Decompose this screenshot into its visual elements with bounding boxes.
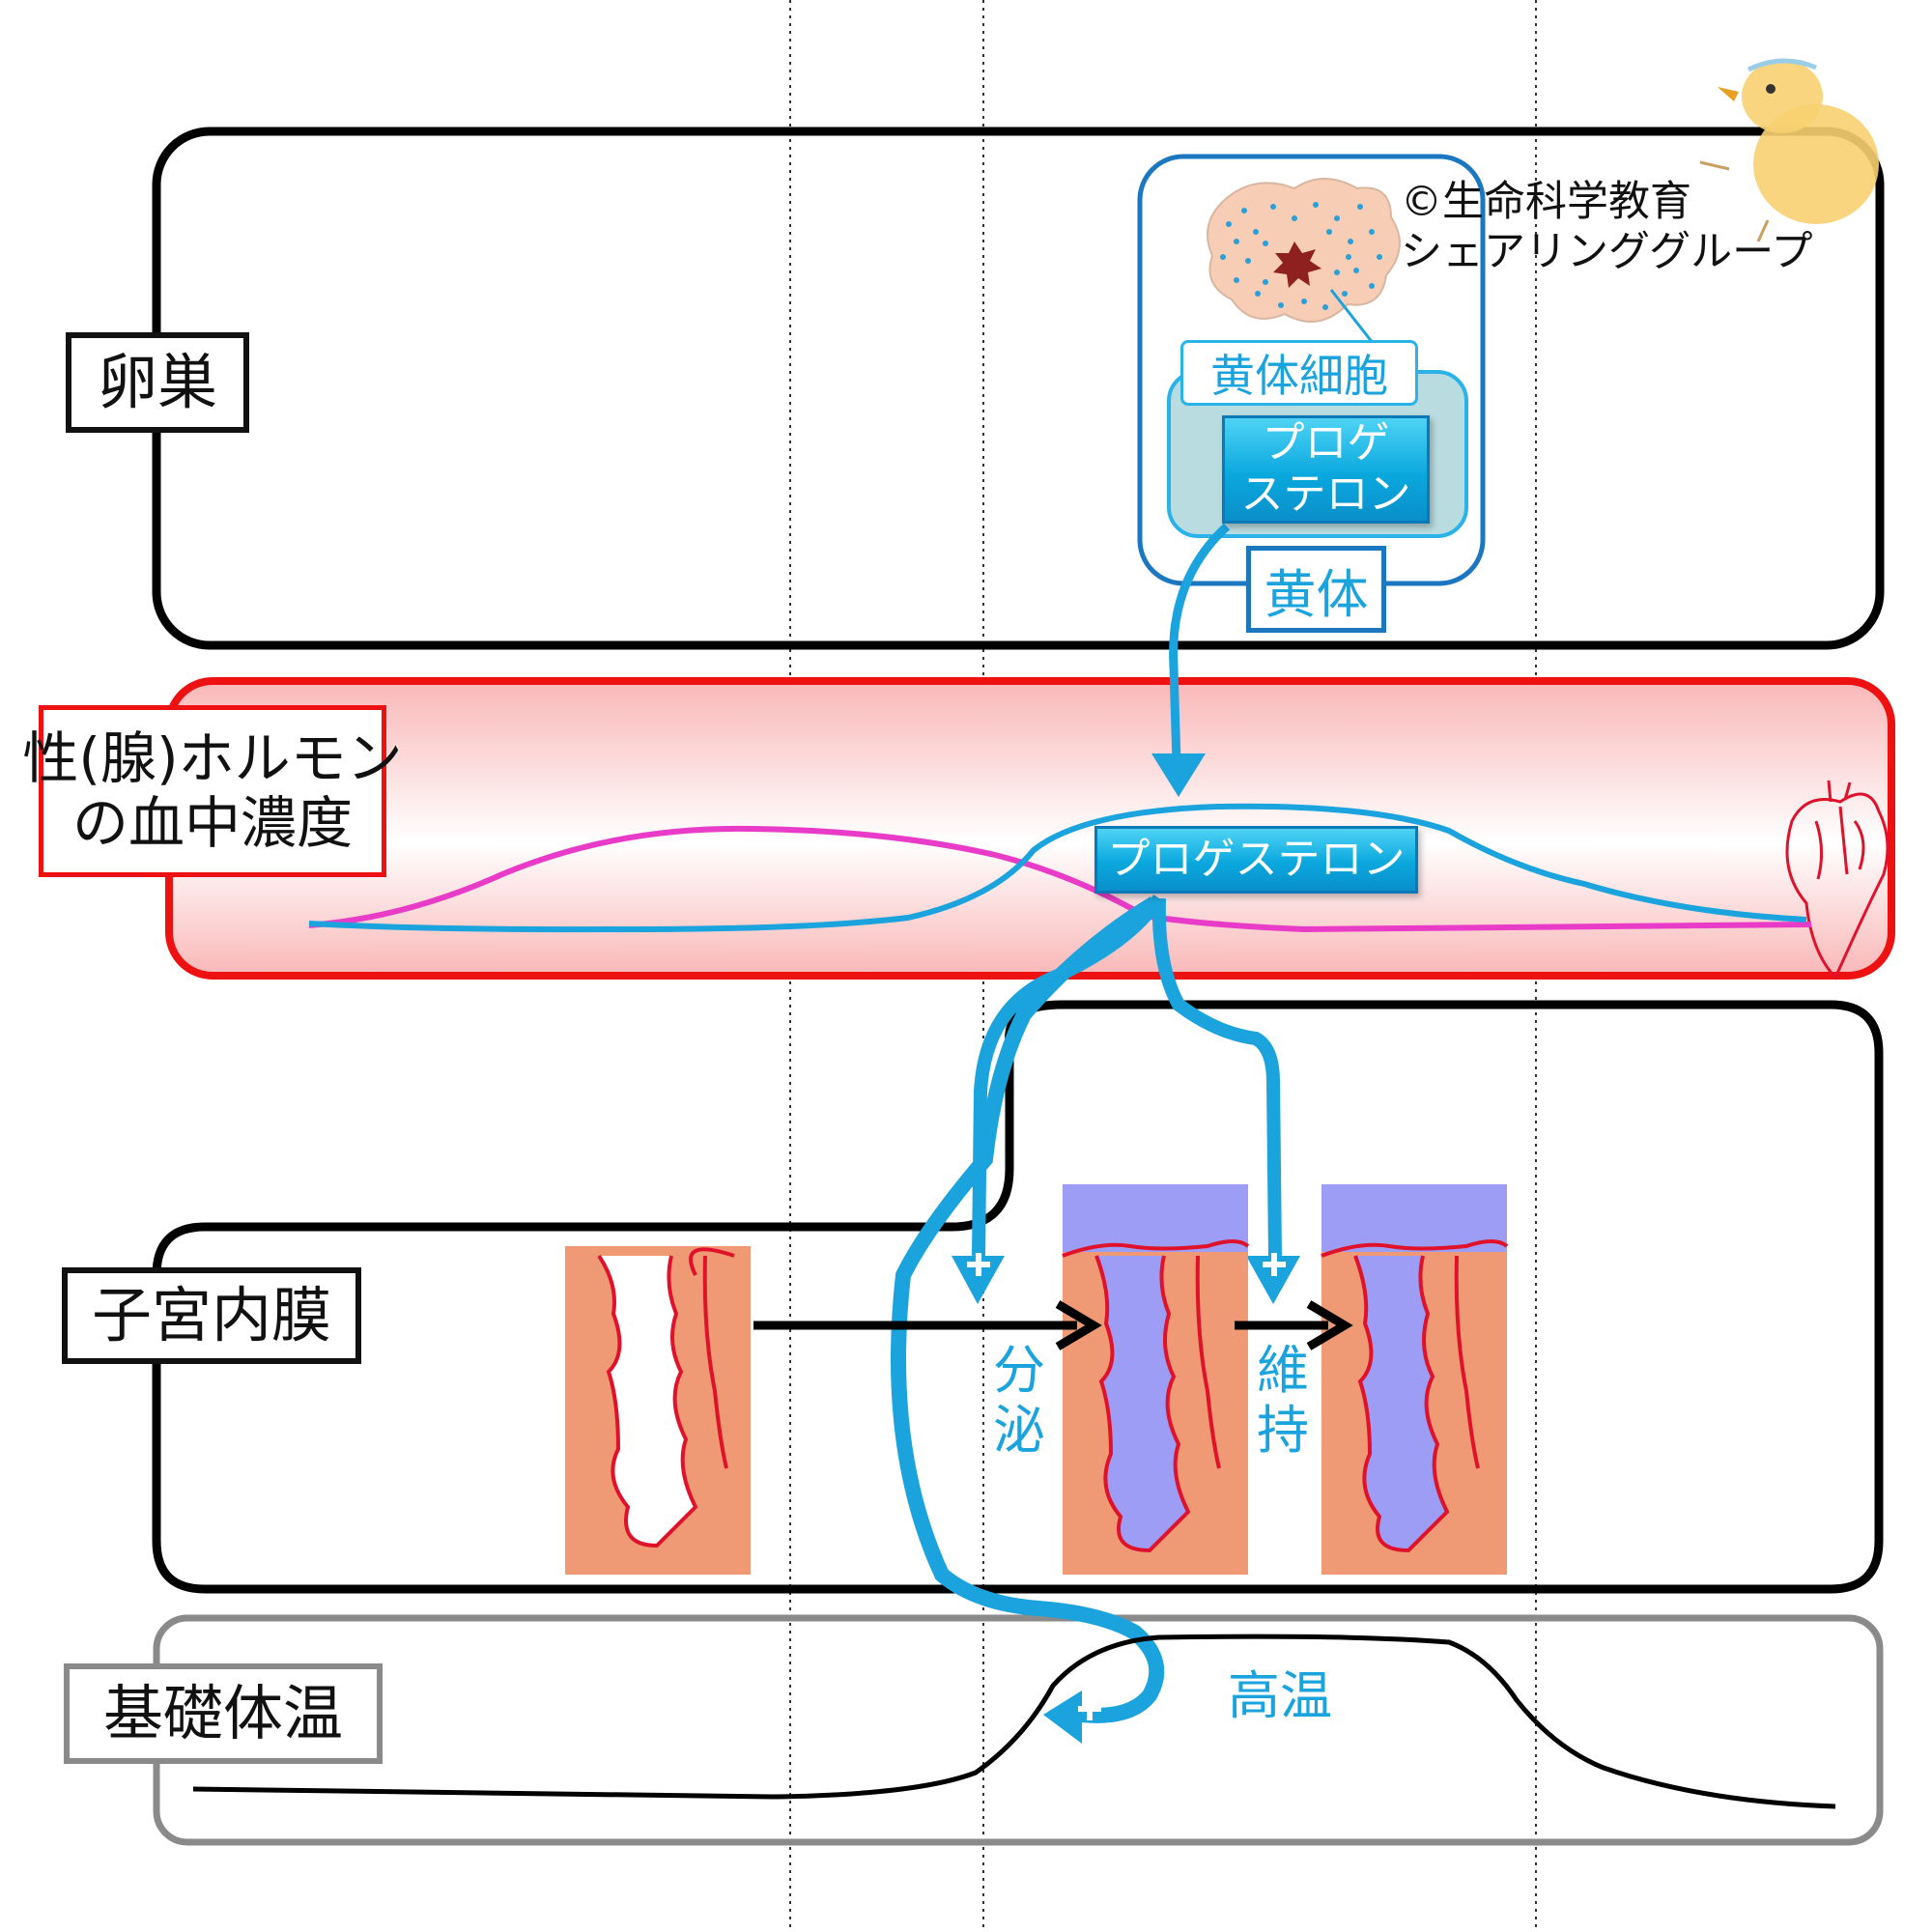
progesterone-to-bbt-arrow bbox=[891, 896, 1165, 1723]
ovary-label: 卵巣 bbox=[66, 332, 249, 433]
hormone-panel bbox=[165, 677, 1895, 980]
high-temp-label: 高温 bbox=[1228, 1665, 1332, 1726]
ovary-progesterone-line2: ステロン bbox=[1240, 469, 1411, 519]
secretion-label-2: 泌 bbox=[993, 1400, 1045, 1462]
bbt-arrowhead bbox=[1043, 1690, 1082, 1744]
copyright-text: ©生命科学教育 シェアリンググループ bbox=[1401, 177, 1813, 278]
right-arrowhead bbox=[1246, 1256, 1300, 1304]
copyright-line1: ©生命科学教育 bbox=[1401, 178, 1691, 226]
hormone-label-line1: 性(腺)ホルモン bbox=[22, 725, 403, 792]
secretion-label: 分 泌 bbox=[990, 1340, 1048, 1462]
hormone-label: 性(腺)ホルモン の血中濃度 bbox=[22, 705, 403, 877]
maintenance-label-2: 持 bbox=[1257, 1400, 1309, 1462]
bbt-label: 基礎体温 bbox=[64, 1663, 383, 1764]
endometrium-panel bbox=[152, 1000, 1884, 1594]
hormone-label-line2: の血中濃度 bbox=[71, 790, 353, 856]
heart-icon bbox=[1785, 780, 1889, 980]
corpus-luteum-label: 黄体 bbox=[1246, 546, 1386, 633]
progesterone-curve bbox=[308, 803, 1807, 933]
down-arrowhead bbox=[1151, 753, 1206, 797]
endometrium-tissue-proliferative bbox=[565, 1246, 751, 1575]
left-arrowhead bbox=[952, 1256, 1005, 1304]
chick-mascot-icon bbox=[1699, 58, 1879, 242]
endometrium-tissue-maintained bbox=[1321, 1184, 1509, 1575]
endometrium-tissue-secretory bbox=[1062, 1184, 1250, 1575]
maintenance-label-1: 維 bbox=[1257, 1340, 1309, 1401]
copyright-line2: シェアリンググループ bbox=[1401, 228, 1813, 277]
bbt-panel bbox=[153, 1614, 1884, 1846]
bbt-curve bbox=[192, 1634, 1836, 1809]
progesterone-secretion-arrow bbox=[1169, 523, 1231, 764]
luteal-cell-label: 黄体細胞 bbox=[1180, 340, 1418, 406]
maintenance-label: 維 持 bbox=[1254, 1340, 1312, 1462]
blood-progesterone-box: プロゲステロン bbox=[1094, 826, 1418, 894]
corpus-luteum-cell-icon bbox=[1207, 178, 1401, 349]
progesterone-to-endometrium-right-arrow bbox=[1151, 897, 1282, 1257]
ovary-progesterone-box: プロゲ ステロン bbox=[1222, 415, 1430, 524]
ovary-progesterone-line1: プロゲ bbox=[1262, 418, 1390, 469]
secretion-label-1: 分 bbox=[993, 1340, 1045, 1401]
endometrium-label: 子宮内膜 bbox=[62, 1267, 361, 1364]
transition-arrowhead-1 bbox=[1055, 1300, 1102, 1350]
transition-arrowhead-2 bbox=[1306, 1300, 1353, 1350]
plus-icon bbox=[967, 1253, 1286, 1720]
